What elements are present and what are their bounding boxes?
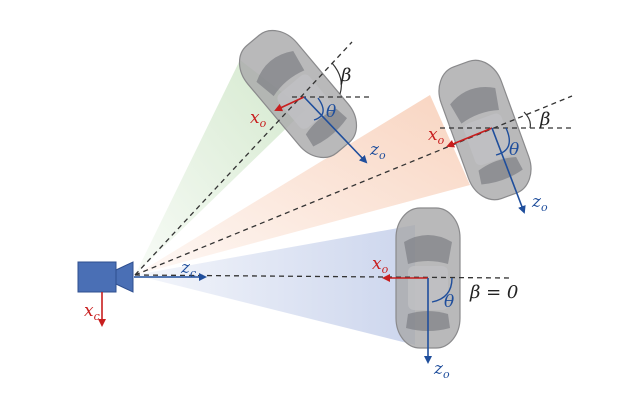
label-beta-zero: β = 0 (469, 282, 518, 303)
camera-icon (77, 261, 134, 293)
fov-blue-wedge (135, 225, 415, 345)
zo-axis-top (303, 96, 368, 164)
xo-axis-top (274, 96, 305, 112)
theta-arc-bottom (431, 277, 453, 303)
theta-arc-top (313, 97, 324, 121)
label-zo-right: zo (531, 192, 548, 214)
label-beta-top: β (340, 65, 351, 86)
fov-orange-wedge (135, 95, 470, 275)
label-zo-top: zo (369, 140, 386, 162)
label-xc: xc (84, 301, 100, 323)
label-xo-bottom: xo (372, 254, 389, 276)
label-theta-right: θ (509, 140, 519, 160)
label-beta-right: β (539, 109, 550, 130)
label-theta-bottom: θ (444, 292, 454, 312)
fov-green-wedge (135, 60, 305, 275)
xo-axis-right (446, 127, 493, 148)
label-xo-right: xo (428, 125, 445, 147)
beta-arc-right (523, 111, 531, 129)
label-zo-bottom: zo (433, 359, 450, 381)
beta-arc-top (331, 62, 342, 95)
label-xo-top: xo (250, 108, 267, 130)
zo-axis-right (491, 127, 526, 214)
label-theta-top: θ (326, 102, 336, 122)
label-zc: zc (180, 258, 196, 280)
theta-arc-right (495, 127, 510, 156)
